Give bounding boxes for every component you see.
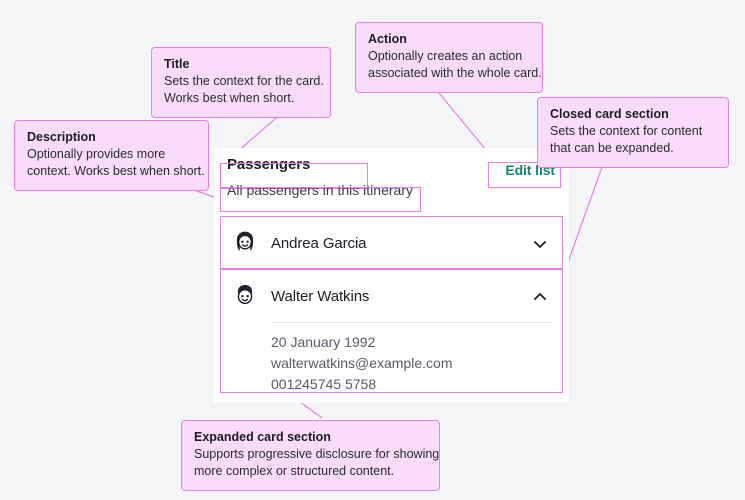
annotation-body: Optionally provides more context. Works … <box>27 146 205 180</box>
annotation-expanded-card-section: Expanded card section Supports progressi… <box>181 420 440 491</box>
annotation-closed-card-section: Closed card section Sets the context for… <box>537 97 729 168</box>
chevron-up-icon[interactable] <box>532 289 548 305</box>
passenger-details: 20 January 1992 walterwatkins@example.co… <box>271 332 453 395</box>
annotation-line: Works best when short. <box>164 91 295 105</box>
annotation-description: Description Optionally provides more con… <box>14 120 209 191</box>
annotation-line: Sets the context for the card. <box>164 74 324 88</box>
annotation-line: Optionally provides more <box>27 147 166 161</box>
card-section-header[interactable]: Andrea Garcia <box>221 217 562 269</box>
card-description: All passengers in this itinerary <box>227 182 413 198</box>
card-section-header[interactable]: Walter Watkins <box>221 270 562 322</box>
passenger-name: Walter Watkins <box>271 287 370 305</box>
avatar-woman-icon <box>236 231 254 251</box>
annotation-line: associated with the whole card. <box>368 66 542 80</box>
annotation-line: Optionally creates an action <box>368 49 523 63</box>
annotation-line: Sets the context for content <box>550 124 703 138</box>
annotation-heading: Closed card section <box>550 107 669 121</box>
annotation-action: Action Optionally creates an action asso… <box>355 22 543 93</box>
avatar-man-icon <box>237 285 253 305</box>
card-section-collapsed[interactable]: Andrea Garcia <box>220 216 563 269</box>
card-header: Passengers All passengers in this itiner… <box>214 148 569 212</box>
annotation-line: context. Works best when short. <box>27 164 205 178</box>
description-highlight-box <box>220 187 421 212</box>
annotation-line: Supports progressive disclosure for show… <box>194 447 440 461</box>
annotation-body: Supports progressive disclosure for show… <box>194 446 440 480</box>
annotation-body: Sets the context for content that can be… <box>550 123 716 157</box>
annotation-heading: Title <box>164 57 190 71</box>
annotation-body: Optionally creates an action associated … <box>368 48 542 82</box>
annotation-line: that can be expanded. <box>550 141 674 155</box>
annotation-body: Sets the context for the card. Works bes… <box>164 73 324 107</box>
section-divider <box>271 322 552 323</box>
card-title: Passengers <box>227 156 311 173</box>
annotation-heading: Description <box>27 130 96 144</box>
annotation-line: more complex or structured content. <box>194 464 395 478</box>
passenger-card: Passengers All passengers in this itiner… <box>214 148 569 403</box>
card-section-expanded[interactable]: Walter Watkins 20 January 1992 walterwat… <box>220 269 563 393</box>
passenger-email: walterwatkins@example.com <box>271 355 453 371</box>
action-highlight-box <box>488 162 561 188</box>
title-highlight-box <box>220 163 368 189</box>
passenger-name: Andrea Garcia <box>271 234 367 252</box>
passenger-birthdate: 20 January 1992 <box>271 334 376 350</box>
annotation-title: Title Sets the context for the card. Wor… <box>151 47 331 118</box>
annotation-heading: Action <box>368 32 407 46</box>
annotation-heading: Expanded card section <box>194 430 331 444</box>
connector-closed <box>566 155 607 266</box>
passenger-phone: 001245745 5758 <box>271 376 377 392</box>
chevron-down-icon[interactable] <box>532 236 548 252</box>
